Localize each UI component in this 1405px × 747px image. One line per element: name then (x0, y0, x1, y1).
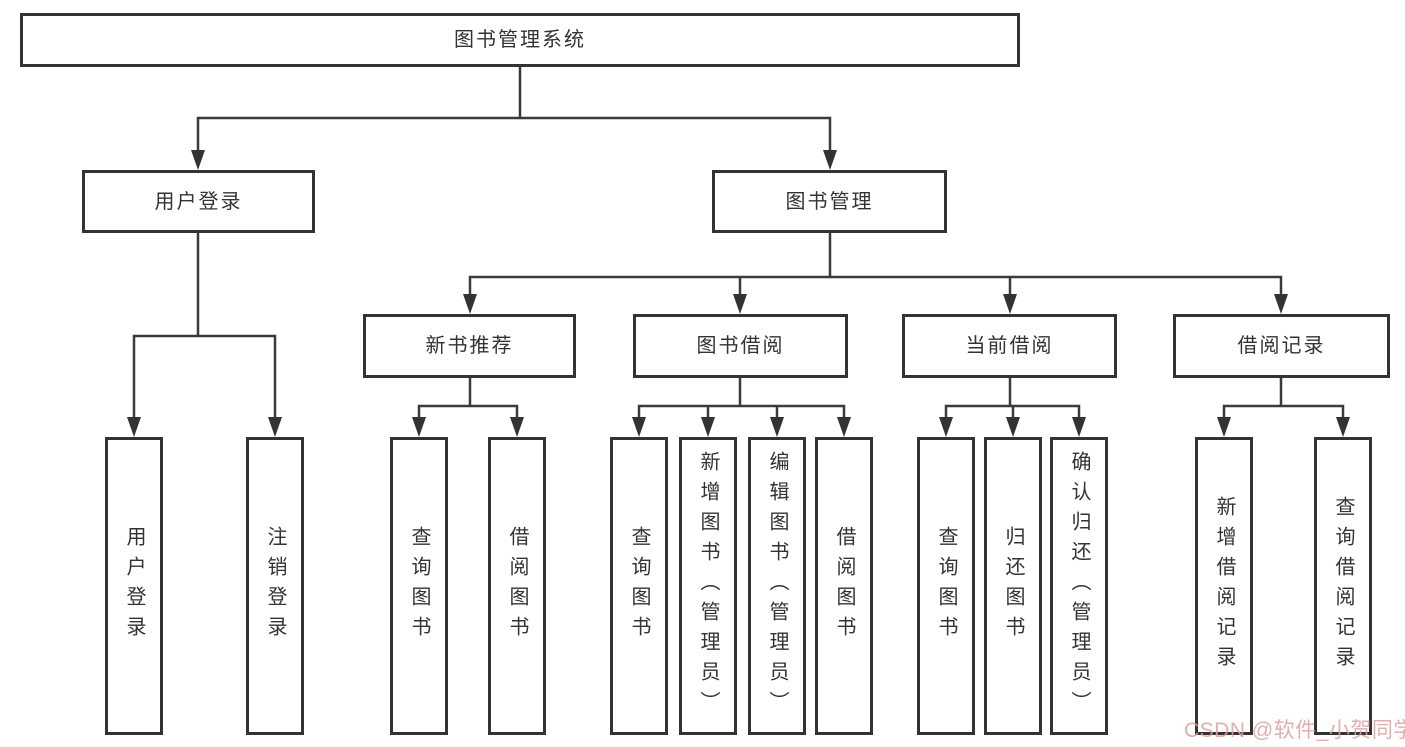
arrow-down-icon (770, 417, 784, 437)
node-new-book-recommend: 新书推荐 (363, 314, 576, 378)
node-user-login: 用户登录 (82, 170, 315, 233)
arrow-down-icon (939, 417, 953, 437)
leaf-borrow-books-recommend: 借阅图书 (488, 437, 546, 735)
arrow-down-icon (412, 417, 426, 437)
arrow-down-icon (510, 417, 524, 437)
arrow-down-icon (191, 150, 205, 170)
leaf-borrow-books-borrowing: 借阅图书 (815, 437, 873, 735)
arrow-down-icon (733, 294, 747, 314)
node-borrowing-records: 借阅记录 (1173, 314, 1390, 378)
arrow-down-icon (837, 417, 851, 437)
arrow-down-icon (463, 294, 477, 314)
leaf-edit-books-admin: 编辑图书（管理员） (748, 437, 806, 735)
arrow-down-icon (127, 417, 141, 437)
node-book-borrowing: 图书借阅 (633, 314, 848, 378)
node-current-borrowing: 当前借阅 (902, 314, 1117, 378)
csdn-watermark: CSDN @软件_小贺同学 (1184, 719, 1405, 742)
leaf-confirm-return-admin: 确认归还（管理员） (1050, 437, 1108, 735)
arrow-down-icon (632, 417, 646, 437)
leaf-add-borrow-record: 新增借阅记录 (1195, 437, 1253, 735)
leaf-query-books-recommend: 查询图书 (390, 437, 448, 735)
arrow-down-icon (1274, 294, 1288, 314)
node-root: 图书管理系统 (20, 13, 1020, 67)
arrow-down-icon (1072, 417, 1086, 437)
arrow-down-icon (701, 417, 715, 437)
node-book-management: 图书管理 (712, 170, 947, 233)
leaf-query-books-current: 查询图书 (917, 437, 975, 735)
arrow-down-icon (1006, 417, 1020, 437)
arrow-down-icon (1217, 417, 1231, 437)
arrow-down-icon (823, 150, 837, 170)
arrow-down-icon (268, 417, 282, 437)
arrow-down-icon (1336, 417, 1350, 437)
arrow-down-icon (1003, 294, 1017, 314)
leaf-query-books-borrowing: 查询图书 (610, 437, 668, 735)
leaf-add-books-admin: 新增图书（管理员） (679, 437, 737, 735)
leaf-query-borrow-record: 查询借阅记录 (1314, 437, 1372, 735)
leaf-return-books: 归还图书 (984, 437, 1042, 735)
leaf-user-login: 用户登录 (105, 437, 163, 735)
leaf-logout: 注销登录 (246, 437, 304, 735)
